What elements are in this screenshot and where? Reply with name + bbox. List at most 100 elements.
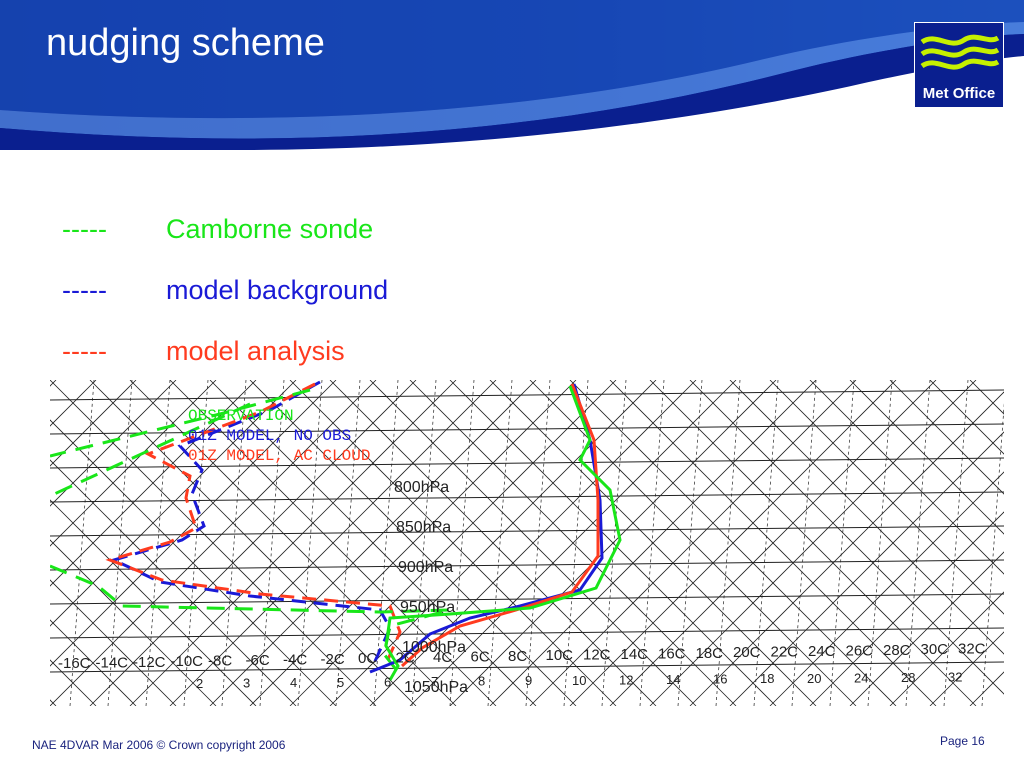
temperature-label: 30C [921, 641, 949, 658]
temperature-label: -14C [96, 654, 129, 671]
grid-line [601, 380, 627, 706]
grid-line [449, 380, 777, 706]
grid-line [929, 380, 1004, 455]
legend-dash-green: ----- [62, 214, 107, 244]
temperature-label: 32C [958, 641, 986, 658]
grid-line [929, 631, 1004, 706]
grid-line [50, 389, 1004, 401]
inner-legend-no-obs: 01Z MODEL, NO OBS [188, 427, 351, 445]
temperature-label: -10C [171, 653, 204, 670]
legend-row-model-background: -----model background [62, 275, 388, 306]
legend-row-model-analysis: -----model analysis [62, 336, 345, 367]
grid-line [259, 380, 285, 706]
observation-profile-curve [50, 388, 451, 673]
grid-line [889, 380, 1004, 495]
grid-line [943, 380, 969, 706]
grid-line [50, 661, 1004, 673]
legend-label-camborne-sonde: Camborne sonde [166, 214, 374, 244]
grid-line [677, 380, 703, 706]
mixing-ratio-label: 12 [619, 672, 633, 687]
grid-line [249, 380, 577, 706]
grid-line [753, 380, 779, 706]
grid-line [50, 525, 1004, 537]
grid-line [50, 380, 137, 467]
temperature-label: -8C [208, 653, 232, 670]
temperature-label: 22C [771, 644, 799, 661]
grid-line [221, 380, 247, 706]
grid-line [50, 491, 1004, 503]
grid-line [905, 380, 931, 706]
pressure-label: 950hPa [400, 599, 455, 616]
analysis-solid-curve [400, 383, 600, 668]
grid-line [639, 380, 665, 706]
tephigram-grid [50, 380, 1004, 706]
grid-line [209, 380, 537, 706]
legend-row-camborne-sonde: ----- Camborne sonde [62, 214, 373, 245]
grid-line [50, 559, 1004, 571]
mixing-ratio-label: 28 [901, 670, 915, 685]
temperature-label: 8C [508, 648, 527, 665]
temperature-label: 0C [358, 650, 377, 667]
mixing-ratio-label: 32 [948, 670, 962, 685]
grid-line [563, 380, 589, 706]
temperature-label: 6C [471, 648, 490, 665]
grid-line [729, 380, 1004, 655]
grid-line [369, 380, 697, 706]
mixing-ratio-label: 9 [525, 673, 532, 688]
grid-line [649, 380, 977, 706]
temperature-label: -6C [246, 652, 270, 669]
temperature-label: 16C [658, 645, 686, 662]
temperature-label: 28C [883, 642, 911, 659]
grid-line [145, 380, 171, 706]
mixing-ratio-label: 4 [290, 675, 297, 690]
legend-dash-blue: ----- [62, 275, 107, 305]
mixing-ratio-label: 16 [713, 672, 727, 687]
pressure-label: 800hPa [394, 479, 449, 496]
inner-legend-ac-cloud: 01Z MODEL, AC CLOUD [188, 447, 370, 465]
temperature-label: -16C [58, 655, 91, 672]
grid-line [609, 380, 937, 706]
grid-line [169, 380, 497, 706]
pressure-label: 900hPa [398, 559, 453, 576]
mixing-ratio-label: 24 [854, 670, 868, 685]
grid-line [889, 591, 1004, 706]
inner-legend: OBSERVATION 01Z MODEL, NO OBS 01Z MODEL,… [188, 407, 370, 465]
temperature-label: 2C [396, 650, 415, 667]
grid-line [829, 380, 855, 706]
grid-line [289, 380, 617, 706]
mixing-ratio-label: 2 [196, 676, 203, 691]
page-number: Page 16 [940, 734, 985, 748]
grid-line [50, 380, 177, 507]
background-profile-curve [109, 380, 392, 669]
slide-header: nudging scheme Met Office [0, 0, 1024, 150]
mixing-ratio-label: 18 [760, 671, 774, 686]
grid-line [50, 579, 177, 706]
legend-label-model-analysis: model analysis [166, 336, 345, 366]
grid-line [689, 380, 1004, 695]
mixing-ratio-label: 14 [666, 672, 680, 687]
slide-title: nudging scheme [46, 22, 325, 64]
mixing-ratio-label: 7 [431, 674, 438, 689]
tephigram-svg: OBSERVATION 01Z MODEL, NO OBS 01Z MODEL,… [50, 380, 1004, 706]
grid-line [329, 380, 657, 706]
temperature-label: 12C [583, 647, 611, 664]
temperature-label: -4C [283, 651, 307, 668]
grid-line [981, 402, 1004, 706]
mixing-ratio-label: 8 [478, 674, 485, 689]
grid-line [50, 593, 1004, 605]
temperature-label: 24C [808, 643, 836, 660]
grid-line [769, 380, 1004, 615]
observation-solid-curve [384, 385, 622, 681]
temperature-label: 26C [846, 642, 874, 659]
grid-line [297, 380, 323, 706]
mixing-ratio-label: 10 [572, 673, 586, 688]
temperature-label: -12C [133, 654, 166, 671]
pressure-label: 1050hPa [404, 679, 468, 696]
profile-curves [50, 380, 622, 681]
grid-line [50, 627, 1004, 639]
pressure-label: 1000hPa [402, 639, 466, 656]
grid-line [449, 380, 475, 706]
grid-line [791, 380, 817, 706]
